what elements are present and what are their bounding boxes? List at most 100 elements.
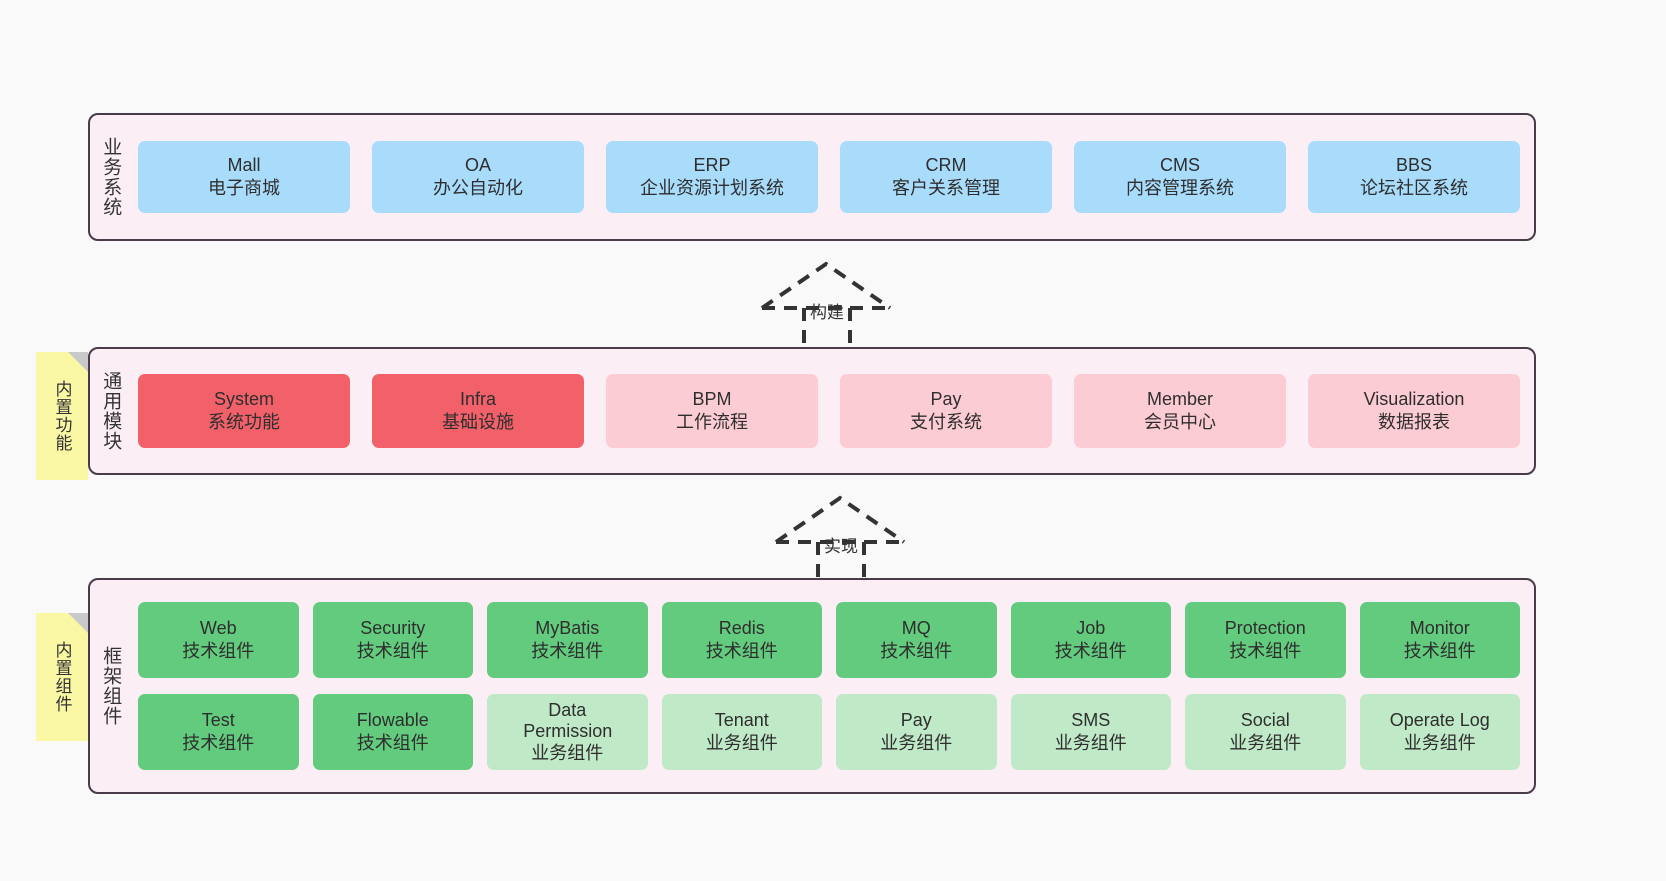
- module-card-bpm[interactable]: BPM 工作流程: [606, 374, 818, 448]
- layer-row: System 系统功能 Infra 基础设施 BPM 工作流程 Pay 支付系统…: [138, 374, 1520, 448]
- connector-implement-label: 实现: [824, 537, 858, 556]
- note-fold-icon: [68, 352, 88, 372]
- module-card-subtitle: 会员中心: [1144, 412, 1216, 432]
- component-card-data-permission[interactable]: Data Permission 业务组件: [487, 694, 648, 770]
- note-builtin-function[interactable]: 内置功能: [36, 352, 88, 480]
- component-card-subtitle: 技术组件: [705, 641, 778, 661]
- module-card-crm[interactable]: CRM 客户关系管理: [840, 141, 1052, 213]
- component-card-title: Test: [201, 709, 235, 730]
- module-card-subtitle: 数据报表: [1378, 412, 1450, 432]
- component-card-subtitle: 技术组件: [182, 641, 255, 661]
- layer-row: Mall 电子商城 OA 办公自动化 ERP 企业资源计划系统 CRM 客户关系…: [138, 141, 1520, 213]
- component-card-subtitle: 业务组件: [705, 733, 778, 753]
- component-card-pay[interactable]: Pay 业务组件: [836, 694, 997, 770]
- module-card-subtitle: 基础设施: [442, 412, 514, 432]
- layer-title-common-module: 通用模块: [100, 371, 122, 451]
- component-card-subtitle: 技术组件: [1054, 641, 1127, 661]
- connector-implement: 实现: [770, 492, 930, 578]
- component-card-subtitle: 技术组件: [880, 641, 953, 661]
- module-card-title: BPM: [692, 388, 732, 409]
- component-card-social[interactable]: Social 业务组件: [1185, 694, 1346, 770]
- component-card-redis[interactable]: Redis 技术组件: [661, 602, 822, 678]
- module-card-subtitle: 企业资源计划系统: [640, 178, 784, 198]
- component-card-subtitle: 技术组件: [182, 733, 255, 753]
- module-card-title: CRM: [925, 154, 967, 175]
- generalization-arrow-icon: [774, 495, 906, 578]
- note-builtin-component[interactable]: 内置组件: [36, 613, 88, 741]
- component-card-mybatis[interactable]: MyBatis 技术组件: [487, 602, 648, 678]
- layer-row: Test 技术组件 Flowable 技术组件 Data Permission …: [138, 694, 1520, 770]
- component-card-test[interactable]: Test 技术组件: [138, 694, 299, 770]
- component-card-subtitle: 技术组件: [531, 641, 604, 661]
- component-card-protection[interactable]: Protection 技术组件: [1185, 602, 1346, 678]
- component-card-subtitle: 技术组件: [356, 733, 429, 753]
- module-card-mall[interactable]: Mall 电子商城: [138, 141, 350, 213]
- component-card-title: Redis: [718, 617, 765, 638]
- module-card-member[interactable]: Member 会员中心: [1074, 374, 1286, 448]
- connector-build: 构建: [756, 258, 916, 344]
- module-card-bbs[interactable]: BBS 论坛社区系统: [1308, 141, 1520, 213]
- module-card-pay[interactable]: Pay 支付系统: [840, 374, 1052, 448]
- component-card-operate-log[interactable]: Operate Log 业务组件: [1359, 694, 1520, 770]
- module-card-cms[interactable]: CMS 内容管理系统: [1074, 141, 1286, 213]
- layer-body-common-module: System 系统功能 Infra 基础设施 BPM 工作流程 Pay 支付系统…: [130, 349, 1534, 473]
- module-card-subtitle: 办公自动化: [433, 178, 523, 198]
- layer-business-system[interactable]: 业务系统 Mall 电子商城 OA 办公自动化 ERP 企业资源计划系统 CRM…: [88, 113, 1536, 241]
- connector-build-label: 构建: [810, 303, 844, 322]
- module-card-subtitle: 系统功能: [208, 412, 280, 432]
- component-card-title: Security: [360, 617, 426, 638]
- module-card-erp[interactable]: ERP 企业资源计划系统: [606, 141, 818, 213]
- module-card-oa[interactable]: OA 办公自动化: [372, 141, 584, 213]
- generalization-arrow-icon: [760, 261, 892, 344]
- module-card-visualization[interactable]: Visualization 数据报表: [1308, 374, 1520, 448]
- layer-common-module[interactable]: 通用模块 System 系统功能 Infra 基础设施 BPM 工作流程 Pay…: [88, 347, 1536, 475]
- module-card-title: Visualization: [1363, 388, 1465, 409]
- module-card-title: Infra: [459, 388, 497, 409]
- component-card-title: Pay: [900, 709, 932, 730]
- module-card-subtitle: 电子商城: [208, 178, 280, 198]
- component-card-security[interactable]: Security 技术组件: [312, 602, 473, 678]
- component-card-subtitle: 业务组件: [880, 733, 953, 753]
- component-card-flowable[interactable]: Flowable 技术组件: [312, 694, 473, 770]
- component-card-subtitle: 业务组件: [531, 742, 604, 763]
- layer-row: Web 技术组件 Security 技术组件 MyBatis 技术组件 Redi…: [138, 602, 1520, 678]
- module-card-subtitle: 支付系统: [910, 412, 982, 432]
- component-card-subtitle: 技术组件: [356, 641, 429, 661]
- component-card-job[interactable]: Job 技术组件: [1010, 602, 1171, 678]
- component-card-title: Social: [1240, 709, 1290, 730]
- component-card-title: SMS: [1071, 709, 1111, 730]
- module-card-title: CMS: [1160, 154, 1200, 175]
- component-card-title: Protection: [1224, 617, 1306, 638]
- layer-body-framework-component: Web 技术组件 Security 技术组件 MyBatis 技术组件 Redi…: [130, 580, 1534, 792]
- component-card-subtitle: 技术组件: [1229, 641, 1302, 661]
- module-card-title: ERP: [693, 154, 731, 175]
- component-card-subtitle: 业务组件: [1403, 733, 1476, 753]
- module-card-title: Member: [1146, 388, 1213, 409]
- module-card-subtitle: 客户关系管理: [892, 178, 1000, 198]
- component-card-mq[interactable]: MQ 技术组件: [836, 602, 997, 678]
- component-card-sms[interactable]: SMS 业务组件: [1010, 694, 1171, 770]
- component-card-title: Operate Log: [1389, 709, 1490, 730]
- module-card-subtitle: 工作流程: [676, 412, 748, 432]
- component-card-title: MQ: [901, 617, 931, 638]
- note-label: 内置组件: [52, 641, 72, 713]
- component-card-title: Monitor: [1409, 617, 1470, 638]
- layer-title-framework-component: 框架组件: [100, 646, 122, 726]
- module-card-title: OA: [464, 154, 491, 175]
- component-card-web[interactable]: Web 技术组件: [138, 602, 299, 678]
- module-card-title: Mall: [227, 154, 261, 175]
- component-card-tenant[interactable]: Tenant 业务组件: [661, 694, 822, 770]
- component-card-monitor[interactable]: Monitor 技术组件: [1359, 602, 1520, 678]
- layer-framework-component[interactable]: 框架组件 Web 技术组件 Security 技术组件 MyBatis 技术组件…: [88, 578, 1536, 794]
- module-card-subtitle: 内容管理系统: [1126, 178, 1234, 198]
- layer-title-business-system: 业务系统: [100, 137, 122, 217]
- module-card-infra[interactable]: Infra 基础设施: [372, 374, 584, 448]
- component-card-title: MyBatis: [535, 617, 600, 638]
- module-card-system[interactable]: System 系统功能: [138, 374, 350, 448]
- component-card-title: Flowable: [356, 709, 429, 730]
- note-fold-icon: [68, 613, 88, 633]
- layer-body-business-system: Mall 电子商城 OA 办公自动化 ERP 企业资源计划系统 CRM 客户关系…: [130, 115, 1534, 239]
- component-card-title: Job: [1076, 617, 1106, 638]
- component-card-title: Web: [199, 617, 237, 638]
